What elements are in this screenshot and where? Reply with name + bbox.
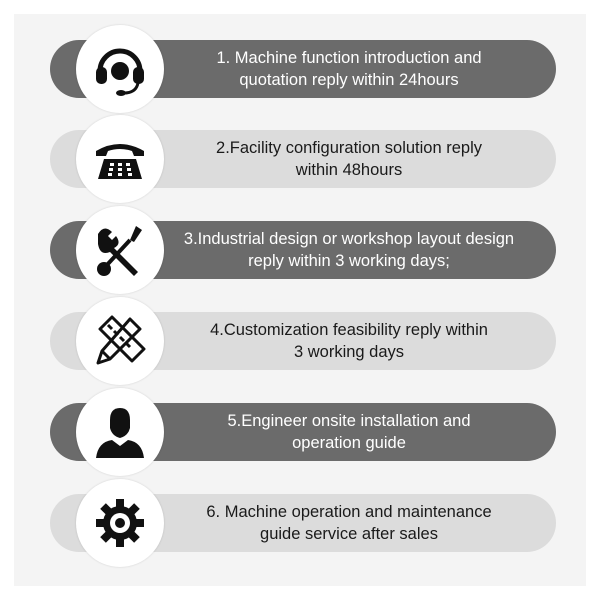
headset-icon <box>96 48 144 96</box>
gear-icon-badge <box>76 479 164 567</box>
service-text-2: 2.Facility configuration solution reply … <box>160 130 538 188</box>
headset-icon-badge <box>76 25 164 113</box>
service-line-5a: 5.Engineer onsite installation and <box>227 412 471 430</box>
service-line-6b: guide service after sales <box>260 525 438 543</box>
service-line-2b: within 48hours <box>295 161 403 179</box>
pencil-ruler-icon <box>96 315 146 365</box>
service-text-1: 1. Machine function introduction and quo… <box>160 40 538 98</box>
service-line-3b: reply within 3 working days; <box>248 252 450 270</box>
service-text-4: 4.Customization feasibility reply within… <box>160 312 538 370</box>
service-line-5b: operation guide <box>292 434 406 452</box>
service-line-3a: 3.Industrial design or workshop layout d… <box>183 230 515 248</box>
engineer-icon-badge <box>76 388 164 476</box>
telephone-icon <box>96 144 144 179</box>
service-line-2a: 2.Facility configuration solution reply <box>216 139 482 157</box>
service-line-4b: 3 working days <box>293 343 405 361</box>
service-text-6: 6. Machine operation and maintenance gui… <box>160 494 538 552</box>
telephone-icon-badge <box>76 115 164 203</box>
engineer-icon <box>96 408 144 458</box>
service-line-1b: quotation reply within 24hours <box>239 71 459 89</box>
pencil-ruler-icon-badge <box>76 297 164 385</box>
service-text-3: 3.Industrial design or workshop layout d… <box>160 221 538 279</box>
service-line-1a: 1. Machine function introduction and <box>216 49 482 67</box>
service-line-6a: 6. Machine operation and maintenance <box>206 503 492 521</box>
gear-icon <box>96 499 144 547</box>
tools-icon-badge <box>76 206 164 294</box>
tools-icon <box>97 226 142 276</box>
service-line-4a: 4.Customization feasibility reply within <box>210 321 488 339</box>
service-text-5: 5.Engineer onsite installation and opera… <box>160 403 538 461</box>
